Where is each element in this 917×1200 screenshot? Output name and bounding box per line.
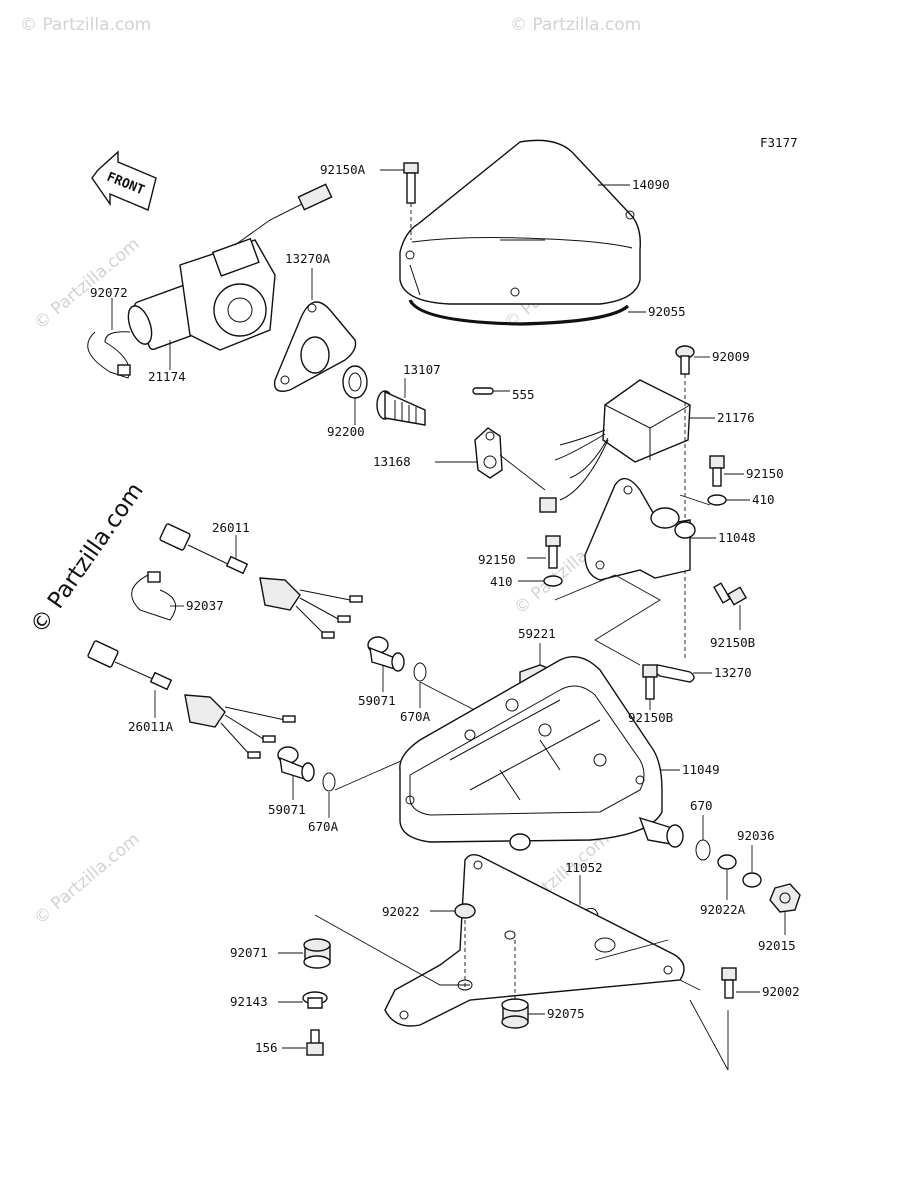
- callout-92009: 92009: [712, 349, 750, 364]
- callout-670A-lower: 670A: [308, 819, 339, 834]
- part-unit-21176: [499, 379, 691, 513]
- callout-92143: 92143: [230, 994, 268, 1009]
- callout-555: 555: [512, 387, 535, 402]
- callout-670A: 670A: [400, 709, 431, 724]
- part-oring-670A: [413, 662, 427, 682]
- part-bolt-156: [306, 1029, 324, 1056]
- part-bolt-92150A: [403, 162, 419, 240]
- callout-92150B-lower: 92150B: [628, 710, 673, 725]
- callout-92150A: 92150A: [320, 162, 366, 177]
- callout-11048: 11048: [718, 530, 756, 545]
- callout-92150B: 92150B: [710, 635, 755, 650]
- part-shaft-13107: [376, 390, 426, 426]
- callout-92200: 92200: [327, 424, 365, 439]
- callout-410-left: 410: [490, 574, 513, 589]
- watermark: © Partzilla.com: [20, 15, 151, 35]
- callout-13270A: 13270A: [285, 251, 331, 266]
- callout-59221: 59221: [518, 626, 556, 641]
- part-band-92037: [131, 571, 177, 621]
- part-fitting-59071-lower: [277, 746, 315, 782]
- part-link-13270: [653, 664, 695, 683]
- callout-92150: 92150: [746, 466, 784, 481]
- part-bolt-92150-left: [545, 535, 561, 569]
- callout-92022A: 92022A: [700, 902, 746, 917]
- callout-11049: 11049: [682, 762, 720, 777]
- part-grommet-92022: [454, 903, 476, 919]
- part-bolt-92150B: [713, 582, 748, 606]
- part-lockwasher-92036: [742, 872, 762, 888]
- callout-26011: 26011: [212, 520, 250, 535]
- part-washer-410: [707, 494, 727, 506]
- callout-59071: 59071: [358, 693, 396, 708]
- part-band-92072: [87, 331, 131, 379]
- part-pin-555: [472, 387, 494, 395]
- watermark: © Partzilla.com: [30, 234, 143, 334]
- part-oring-670A-lower: [322, 772, 336, 792]
- callout-92002: 92002: [762, 984, 800, 999]
- callouts: 92150A 14090 92055 13270A 92072 21174 92…: [90, 162, 800, 1055]
- part-bolt-92002: [721, 967, 737, 999]
- callout-21174: 21174: [148, 369, 186, 384]
- part-oring-670: [695, 839, 711, 861]
- part-washer-92200: [342, 365, 368, 399]
- part-lever-13168: [474, 427, 503, 479]
- part-washer-410-left: [543, 575, 563, 587]
- callout-92022: 92022: [382, 904, 420, 919]
- callout-156: 156: [255, 1040, 278, 1055]
- callout-26011A: 26011A: [128, 719, 174, 734]
- part-harness-26011: [159, 523, 363, 639]
- callout-92037: 92037: [186, 598, 224, 613]
- part-fitting-59071: [367, 636, 405, 672]
- callout-92072: 92072: [90, 285, 128, 300]
- callout-13107: 13107: [403, 362, 441, 377]
- part-collar-92143: [302, 991, 328, 1009]
- part-plate-13270A: [273, 301, 357, 392]
- callout-410: 410: [752, 492, 775, 507]
- callout-13270: 13270: [714, 665, 752, 680]
- diagram-code: F3177: [760, 135, 798, 150]
- callout-92055: 92055: [648, 304, 686, 319]
- part-mount-92071: [303, 938, 331, 969]
- watermark: © Partzilla.com: [30, 829, 143, 929]
- callout-14090: 14090: [632, 177, 670, 192]
- callout-92015: 92015: [758, 938, 796, 953]
- watermark: © Partzilla.com: [26, 478, 149, 638]
- part-cover: [399, 139, 641, 326]
- watermark: © Partzilla.com: [510, 15, 641, 35]
- callout-13168: 13168: [373, 454, 411, 469]
- callout-670: 670: [690, 798, 713, 813]
- part-housing-11049: [399, 656, 684, 851]
- part-bolt-92150B-lower: [642, 664, 658, 700]
- callout-59071-lower: 59071: [268, 802, 306, 817]
- callout-92036: 92036: [737, 828, 775, 843]
- part-plate-11052: [384, 853, 685, 1027]
- front-arrow-icon: FRONT: [91, 150, 157, 211]
- part-nut-92015: [769, 883, 801, 913]
- part-mount-92075: [501, 998, 529, 1029]
- callout-11052: 11052: [565, 860, 603, 875]
- part-motor: [127, 183, 333, 351]
- part-screw-92009: [675, 345, 695, 660]
- callout-92075: 92075: [547, 1006, 585, 1021]
- part-bracket-11048: [584, 477, 696, 581]
- part-washer-92022A: [717, 854, 737, 870]
- callout-92150-left: 92150: [478, 552, 516, 567]
- part-bolt-92150: [709, 455, 725, 487]
- callout-21176: 21176: [717, 410, 755, 425]
- part-harness-26011A: [87, 640, 296, 759]
- callout-92071: 92071: [230, 945, 268, 960]
